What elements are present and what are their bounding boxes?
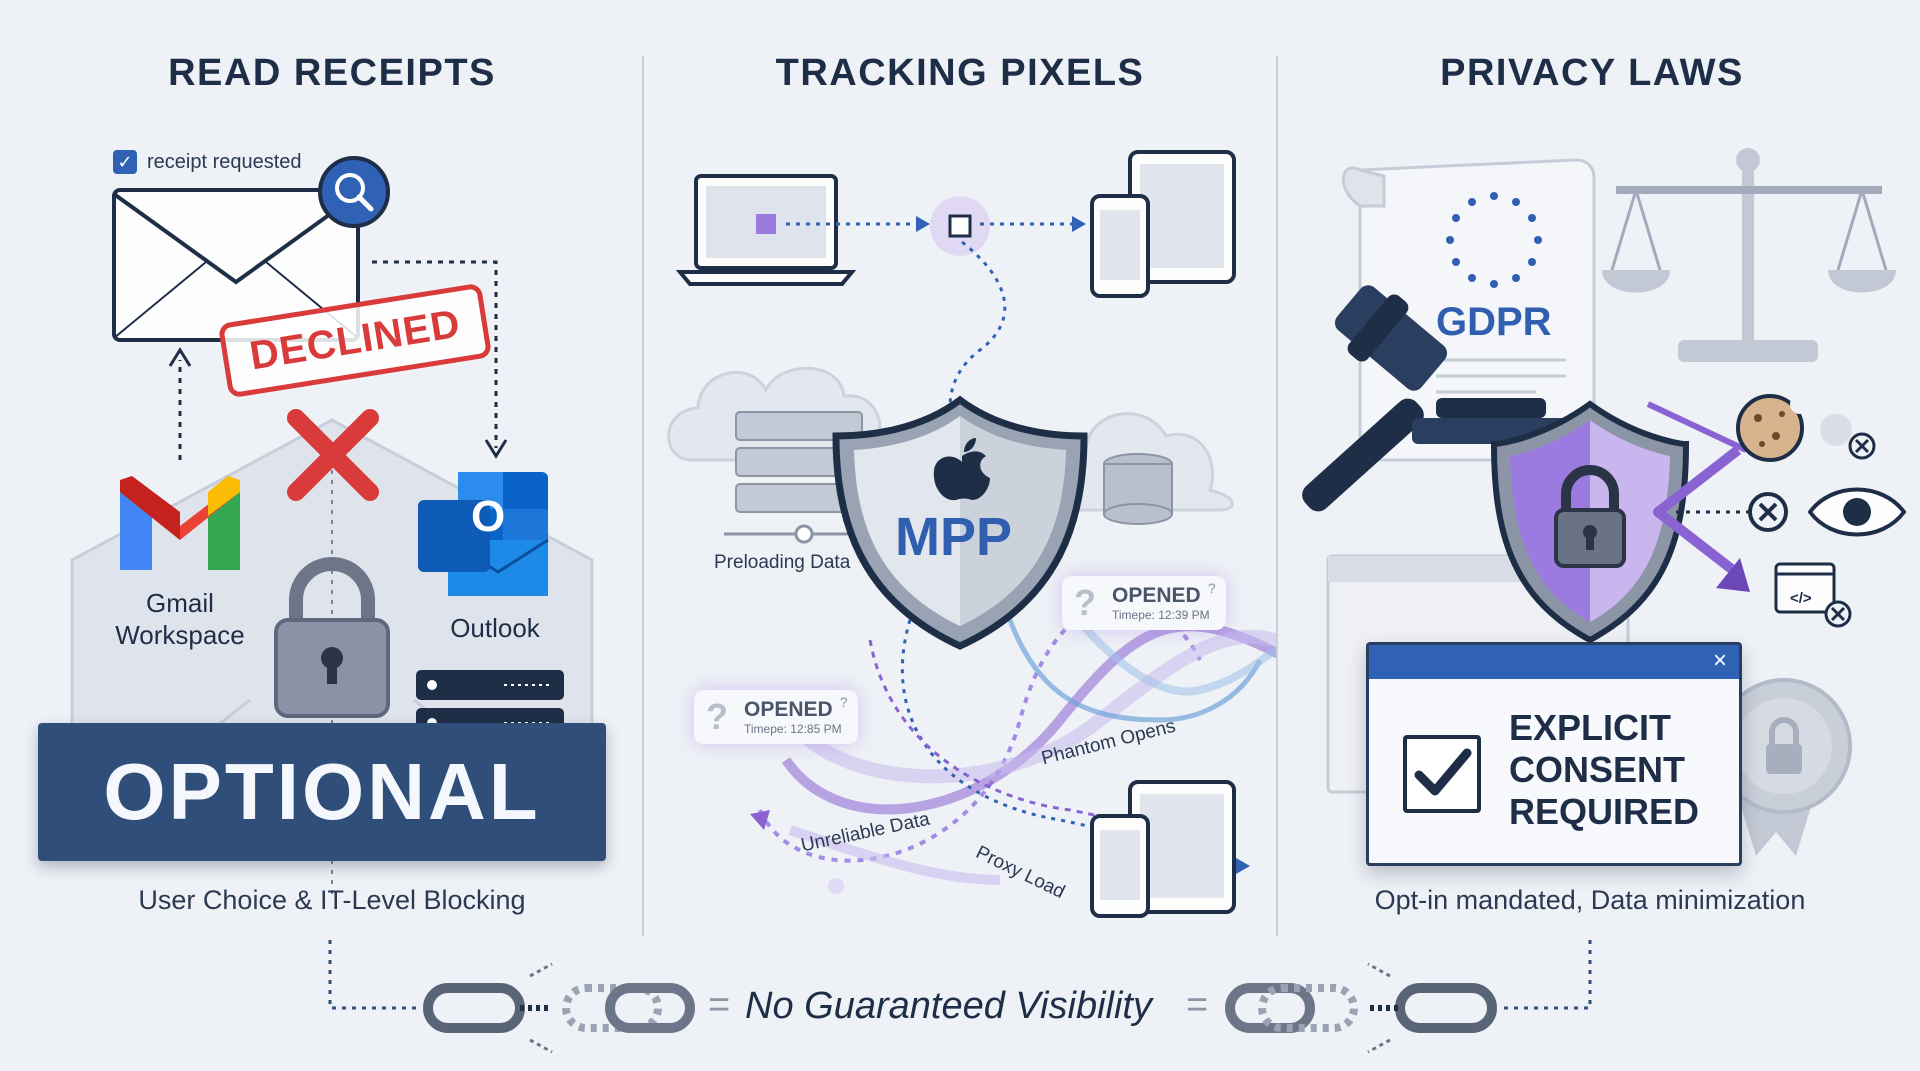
privacy-shield-icon (1490, 400, 1690, 644)
opened-notification-right: ? OPENED Timepe: 12:39 PM ? (1062, 576, 1226, 630)
equals-right: = (1186, 984, 1209, 1026)
devices-icon-bottom (1090, 780, 1236, 918)
chain-link-right-icon (1225, 962, 1497, 1054)
column-divider-left (642, 56, 644, 936)
faded-cookie-icon (1820, 414, 1852, 446)
question-icon: ? (1074, 582, 1096, 623)
column-divider-right (1276, 56, 1278, 936)
tracking-pixels-title: TRACKING PIXELS (775, 52, 1145, 94)
chain-link-left-icon (423, 962, 695, 1054)
privacy-laws-caption: Opt-in mandated, Data minimization (1374, 885, 1806, 915)
devices-icon-top (1090, 150, 1236, 298)
close-icon[interactable]: × (1712, 647, 1727, 674)
blocked-circle-icon (1748, 492, 1788, 532)
read-receipts-caption: User Choice & IT-Level Blocking (138, 885, 526, 915)
opened-notification-left: ? OPENED Timepe: 12:85 PM ? (694, 690, 858, 744)
question-icon: ? (706, 696, 728, 737)
outlook-logo-icon (418, 472, 549, 596)
cookie-icon (1736, 394, 1810, 462)
preloading-data-label: Preloading Data (714, 552, 851, 573)
check-icon: ✓ (113, 150, 137, 174)
optional-banner: OPTIONAL (38, 723, 606, 861)
privacy-laws-title: PRIVACY LAWS (1440, 52, 1744, 94)
eu-stars-icon (1446, 192, 1542, 288)
seal-badge-icon (1716, 678, 1852, 856)
magnifier-icon (318, 156, 390, 228)
checkbox-label: receipt requested (147, 150, 302, 173)
email-envelope-icon (112, 188, 360, 342)
consent-text: EXPLICIT CONSENT REQUIRED (1509, 707, 1700, 832)
gavel-icon (1302, 285, 1570, 512)
checkmark-icon (1414, 748, 1472, 796)
scales-of-justice-icon (1602, 148, 1896, 362)
padlock-icon (274, 557, 390, 718)
laptop-icon (675, 174, 857, 286)
code-glyph: </> (1790, 590, 1812, 607)
consent-dialog: × EXPLICIT CONSENT REQUIRED (1366, 642, 1742, 866)
code-window-icon (1774, 562, 1852, 628)
equals-left: = (708, 984, 731, 1026)
optional-text: OPTIONAL (103, 747, 541, 836)
tracking-pixel-icon (948, 214, 972, 238)
mpp-label: MPP (895, 507, 1013, 567)
gdpr-label: GDPR (1436, 300, 1552, 344)
gmail-logo-icon (120, 476, 240, 570)
tracking-pixels-illustration (667, 150, 1276, 918)
read-receipts-title: READ RECEIPTS (168, 52, 496, 94)
consent-dialog-titlebar: × (1369, 645, 1739, 679)
eye-icon (1807, 487, 1907, 537)
arrow-to-outlook (372, 260, 498, 448)
mpp-shield-icon (832, 395, 1088, 650)
cloud-server-icon (667, 366, 882, 544)
footer-chain-illustration (328, 940, 1592, 1054)
consent-checkbox[interactable] (1403, 735, 1481, 813)
gmail-label: Gmail Workspace (115, 588, 245, 650)
outlook-label: Outlook (450, 613, 540, 643)
close-circle-icon (1848, 432, 1876, 460)
blocked-x-icon (287, 409, 379, 501)
receipt-requested-checkbox[interactable]: ✓ receipt requested (113, 150, 302, 174)
footer-text: No Guaranteed Visibility (745, 985, 1152, 1027)
